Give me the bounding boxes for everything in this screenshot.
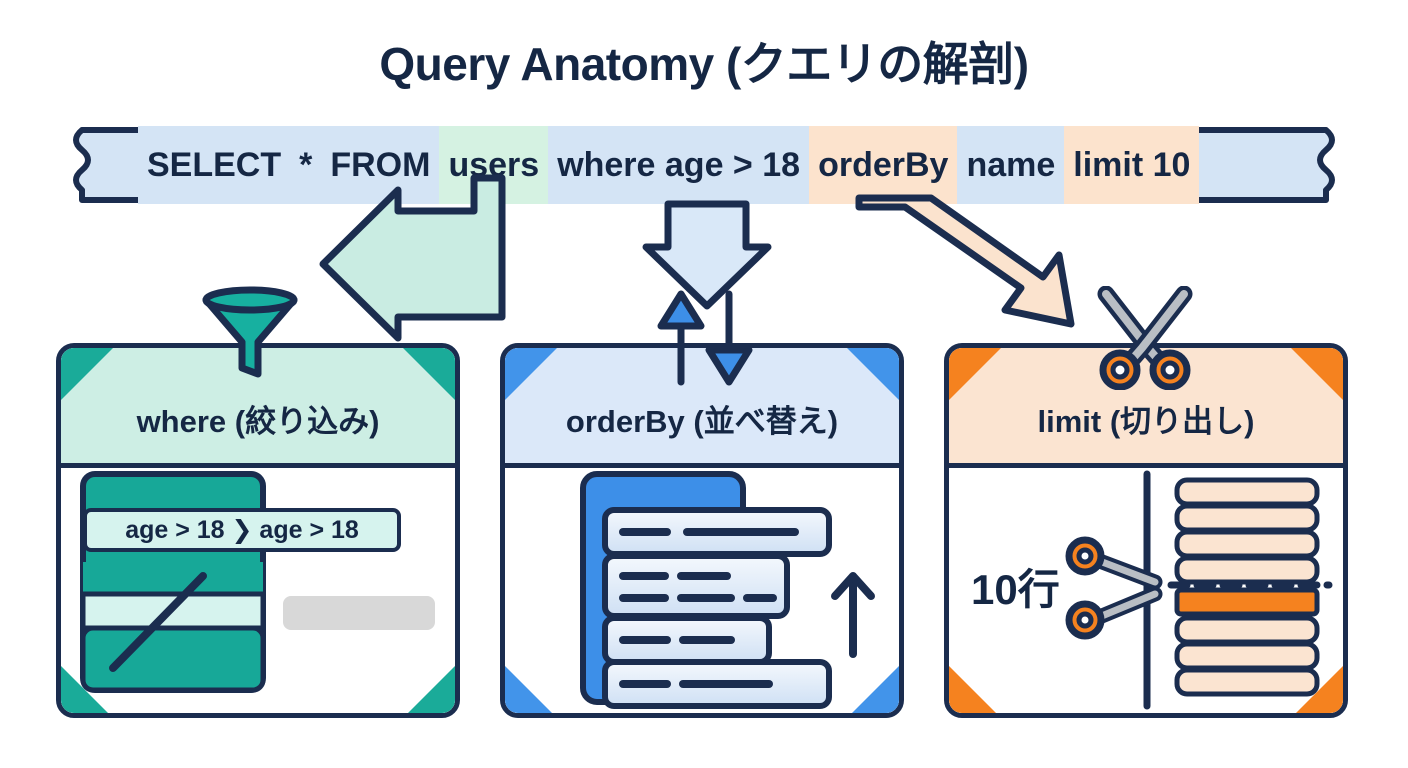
card-orderby[interactable]: orderBy (並べ替え) <box>500 343 904 718</box>
corner-accent-top-left <box>61 348 113 400</box>
limit-row-count: 10行 <box>971 566 1060 613</box>
card-orderby-body <box>505 468 899 713</box>
query-token-star[interactable]: * <box>290 126 322 204</box>
query-token-select[interactable]: SELECT <box>138 126 291 204</box>
where-illustration <box>80 471 435 693</box>
card-where-body: age > 18 ❯ age > 18 <box>61 468 455 713</box>
scissors-icon <box>1097 286 1193 390</box>
corner-accent-top-left <box>949 348 1001 400</box>
card-orderby-title: orderBy (並べ替え) <box>565 404 839 439</box>
funnel-icon <box>202 286 298 378</box>
query-token-orderby[interactable]: orderBy <box>809 126 958 204</box>
query-tokens: SELECT * FROM users where age > 18 order… <box>84 126 1324 204</box>
sort-arrows-icon <box>657 290 753 386</box>
query-token-limit[interactable]: limit 10 <box>1064 126 1200 204</box>
query-token-where[interactable]: where age > 18 <box>548 126 810 204</box>
card-limit-header: limit (切り出し) <box>949 348 1343 468</box>
limit-illustration <box>1065 470 1333 710</box>
page-title: Query Anatomy (クエリの解剖) <box>379 38 1029 90</box>
orderby-illustration <box>580 471 875 709</box>
arrow-to-orderby <box>642 200 772 310</box>
card-where-title: where (絞り込み) <box>136 404 380 439</box>
arrow-to-where <box>319 174 506 342</box>
card-limit[interactable]: limit (切り出し) <box>944 343 1348 718</box>
card-limit-title: limit (切り出し) <box>1037 404 1255 439</box>
query-token-from[interactable]: FROM <box>321 126 440 204</box>
query-statement-ribbon: SELECT * FROM users where age > 18 order… <box>48 126 1360 204</box>
corner-accent-top-left <box>505 348 557 400</box>
where-condition-chip: age > 18 ❯ age > 18 <box>83 508 401 552</box>
card-where-header: where (絞り込み) <box>61 348 455 468</box>
corner-accent-top-right <box>403 348 455 400</box>
card-limit-body: 10行 <box>949 468 1343 713</box>
corner-accent-top-right <box>847 348 899 400</box>
query-token-name[interactable]: name <box>957 126 1065 204</box>
card-orderby-header: orderBy (並べ替え) <box>505 348 899 468</box>
arrow-to-limit <box>855 194 1075 328</box>
corner-accent-top-right <box>1291 348 1343 400</box>
card-where[interactable]: where (絞り込み) age > 18 ❯ age > 18 <box>56 343 460 718</box>
